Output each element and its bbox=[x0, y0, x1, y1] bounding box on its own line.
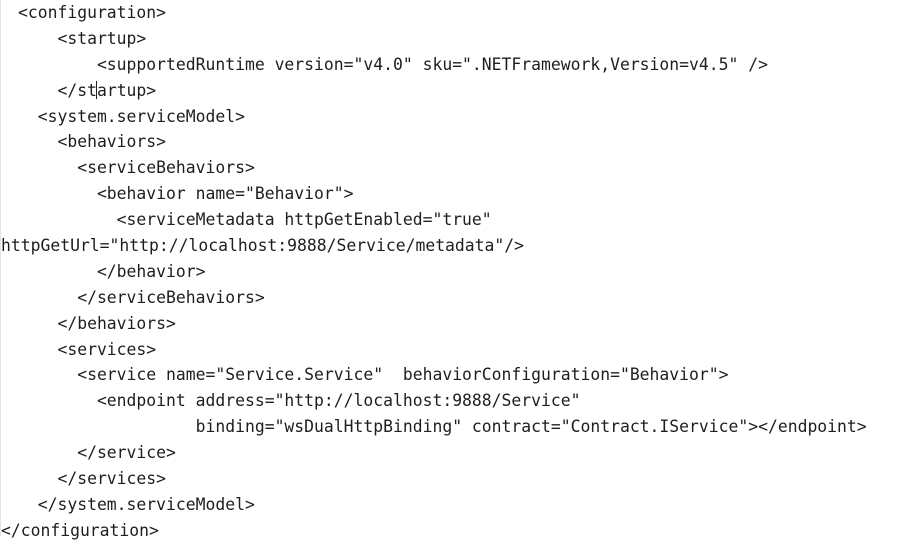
text-caret bbox=[96, 80, 98, 99]
code-line-14: <services> bbox=[18, 339, 157, 359]
code-line-5: <system.serviceModel> bbox=[18, 106, 245, 126]
code-line-4: </startup> bbox=[18, 78, 867, 104]
code-line-17: binding="wsDualHttpBinding" contract="Co… bbox=[18, 417, 867, 437]
code-line-9: <serviceMetadata httpGetEnabled="true" bbox=[18, 210, 492, 230]
code-line-3: <supportedRuntime version="v4.0" sku=".N… bbox=[18, 54, 768, 74]
code-line-4-before-caret: </st bbox=[18, 80, 97, 100]
code-line-19: </services> bbox=[18, 469, 167, 489]
code-line-15: <service name="Service.Service" behavior… bbox=[18, 365, 729, 385]
code-line-10: httpGetUrl="http://localhost:9888/Servic… bbox=[1, 236, 525, 256]
code-line-13: </behaviors> bbox=[18, 313, 176, 333]
code-line-21: </configuration> bbox=[1, 520, 159, 540]
code-text-area[interactable]: <configuration> <startup> <supportedRunt… bbox=[1, 0, 867, 544]
code-line-6: <behaviors> bbox=[18, 132, 167, 152]
code-line-20: </system.serviceModel> bbox=[18, 494, 255, 514]
code-line-12: </serviceBehaviors> bbox=[18, 287, 265, 307]
code-line-8: <behavior name="Behavior"> bbox=[18, 184, 354, 204]
code-line-18: </service> bbox=[18, 443, 176, 463]
code-line-4-after-caret: artup> bbox=[96, 80, 157, 100]
code-line-2: <startup> bbox=[18, 28, 147, 48]
code-line-7: <serviceBehaviors> bbox=[18, 158, 255, 178]
code-line-11: </behavior> bbox=[18, 261, 206, 281]
code-line-16: <endpoint address="http://localhost:9888… bbox=[18, 391, 581, 411]
code-line-1: <configuration> bbox=[18, 3, 167, 22]
